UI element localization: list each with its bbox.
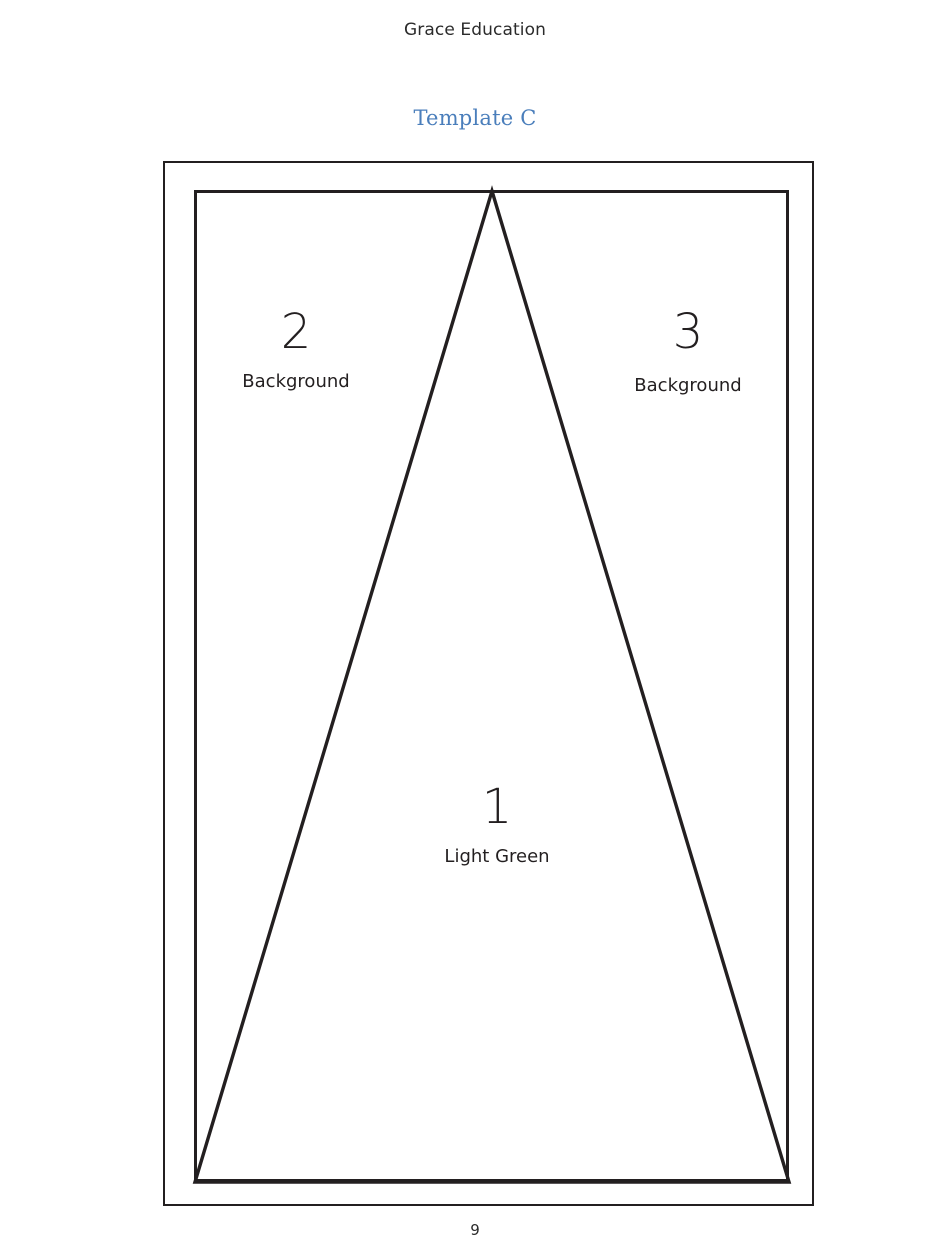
- page-number: 9: [470, 1221, 480, 1239]
- region-label-2: 2 Background: [196, 306, 396, 394]
- region-name-2: Background: [242, 371, 350, 392]
- region-name-1: Light Green: [444, 846, 550, 867]
- region-number-3: 3: [672, 304, 704, 360]
- region-name-3: Background: [634, 375, 742, 396]
- region-label-1: 1 Light Green: [397, 781, 597, 869]
- template-title: Template C: [413, 106, 537, 130]
- region-label-3: 3 Background: [588, 306, 788, 398]
- region-number-2: 2: [280, 304, 312, 360]
- document-header-title: Grace Education: [404, 20, 546, 40]
- region-number-1: 1: [481, 779, 513, 835]
